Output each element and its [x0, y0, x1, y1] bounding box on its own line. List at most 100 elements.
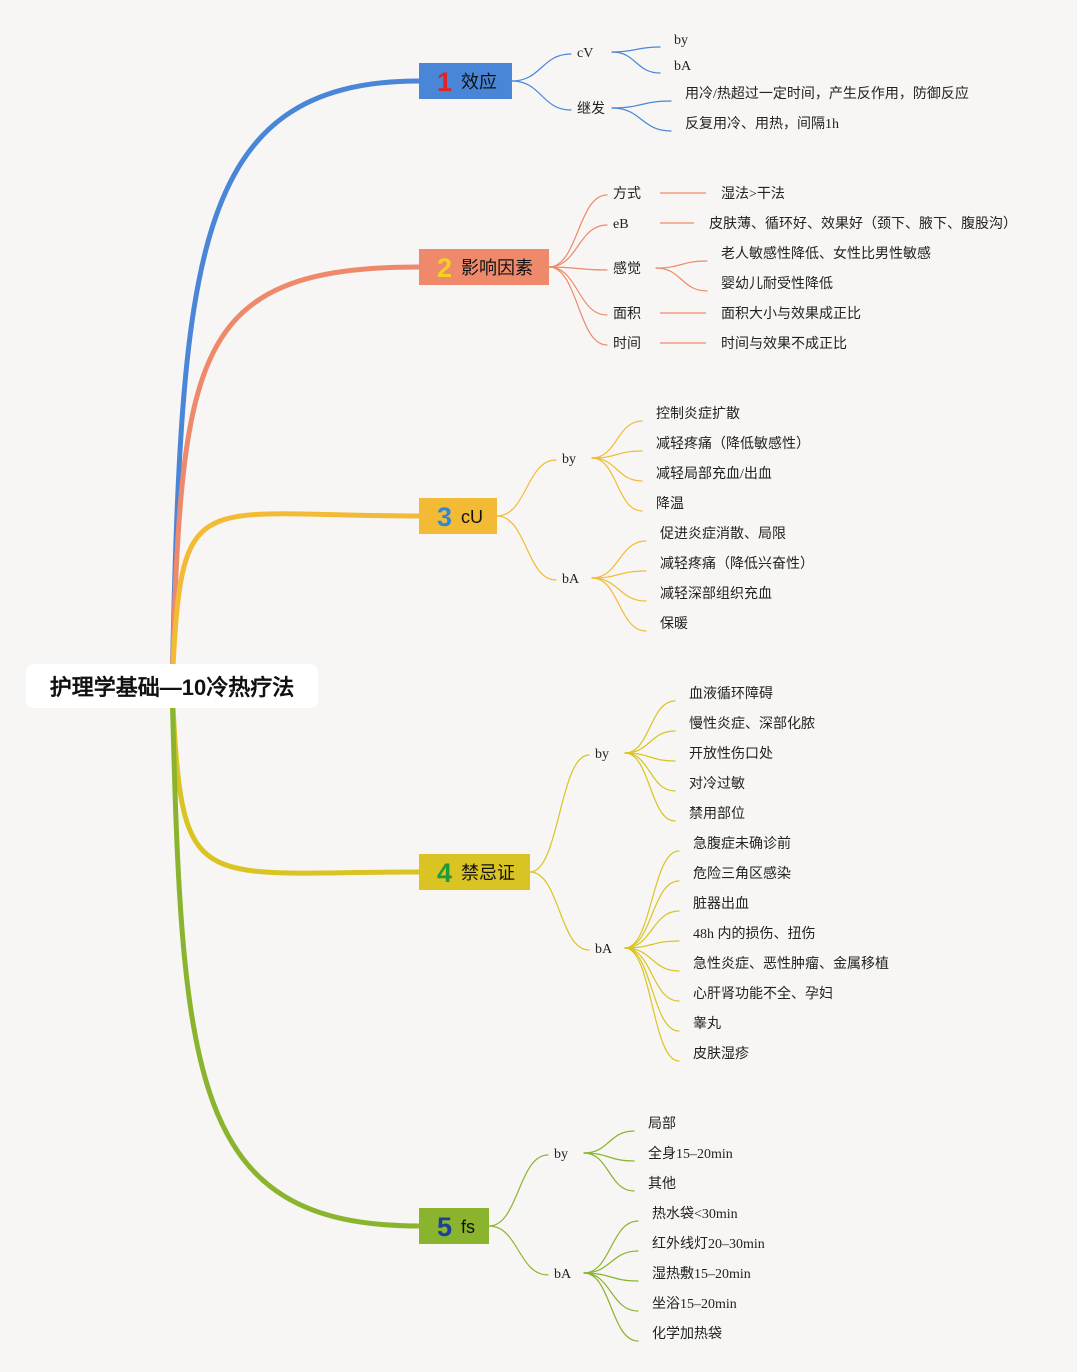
- leaf-node-label: 急性炎症、恶性肿瘤、金属移植: [693, 955, 889, 972]
- main-branch-line: [169, 511, 422, 689]
- leaf-node-label: 脏器出血: [693, 896, 749, 912]
- branch-number: 3: [437, 502, 452, 532]
- leaf-node-label: 面积大小与效果成正比: [721, 306, 861, 322]
- child-node-label: 时间: [613, 336, 641, 352]
- child-node-label: bA: [554, 1267, 572, 1282]
- leaf-connector: [583, 1220, 639, 1274]
- child-node-label: 继发: [577, 101, 605, 117]
- leaf-connector: [591, 457, 643, 482]
- leaf-node-label: 全身15–20min: [648, 1145, 733, 1162]
- leaf-connector: [624, 910, 680, 949]
- leaf-node-label: 促进炎症消散、局限: [660, 526, 786, 542]
- leaf-connector: [624, 940, 680, 949]
- child-connector: [548, 266, 608, 271]
- leaf-node-label: 减轻疼痛（降低兴奋性）: [660, 555, 814, 572]
- child-node-label: 感觉: [613, 260, 641, 277]
- leaf-node-label: 化学加热袋: [652, 1326, 722, 1342]
- leaf-node-label: 红外线灯20–30min: [652, 1236, 765, 1252]
- child-node-label: cV: [577, 46, 593, 61]
- child-node-label: by: [595, 747, 609, 762]
- leaf-connector: [624, 752, 676, 792]
- leaf-connector: [591, 450, 643, 459]
- main-branch-line: [169, 264, 422, 689]
- child-connector: [511, 53, 572, 82]
- root-node: 护理学基础—10冷热疗法: [26, 664, 318, 708]
- leaf-connector: [591, 420, 643, 459]
- leaf-node-label: 湿热敷15–20min: [652, 1266, 751, 1282]
- leaf-connector: [624, 947, 680, 1062]
- leaf-node-label: 反复用冷、用热，间隔1h: [685, 115, 839, 132]
- child-node-label: by: [562, 452, 576, 467]
- leaf-node-label: bA: [674, 59, 692, 74]
- leaf-node-label: 对冷过敏: [689, 776, 745, 792]
- child-connector: [529, 754, 590, 873]
- child-connector: [496, 459, 557, 517]
- child-connector: [488, 1225, 549, 1276]
- leaf-connector: [591, 570, 647, 579]
- branch-label: 禁忌证: [461, 863, 515, 883]
- leaf-node-label: 禁用部位: [689, 806, 745, 822]
- leaf-node-label: 降温: [656, 496, 684, 512]
- child-connector: [548, 266, 608, 316]
- child-node-label: 方式: [613, 186, 641, 202]
- root-title: 护理学基础—10冷热疗法: [50, 675, 294, 700]
- leaf-node-label: 血液循环障碍: [689, 686, 773, 702]
- leaf-connector: [624, 947, 680, 1002]
- leaf-node-label: 危险三角区感染: [693, 865, 791, 882]
- leaf-node-label: 减轻局部充血/出血: [656, 466, 772, 482]
- child-connector: [548, 224, 608, 268]
- child-connector: [548, 266, 608, 346]
- leaf-node-label: 湿法>干法: [721, 186, 785, 202]
- leaf-node-label: 心肝肾功能不全、孕妇: [693, 985, 833, 1002]
- branch-number: 2: [437, 253, 452, 283]
- leaf-connector: [624, 850, 680, 949]
- child-node-label: eB: [613, 217, 629, 232]
- leaf-connector: [583, 1272, 639, 1312]
- child-node-label: by: [554, 1147, 568, 1162]
- leaf-connector: [583, 1130, 635, 1154]
- child-connector: [488, 1154, 549, 1227]
- branch-2: 2 影响因素 方式 湿法>干法 eB 皮肤薄、循环好、效果好（颈下、腋下、腹股沟） 感觉 老人…: [419, 186, 1017, 352]
- leaf-connector: [583, 1152, 635, 1192]
- leaf-node-label: 皮肤薄、循环好、效果好（颈下、腋下、腹股沟）: [709, 215, 1017, 232]
- child-node-label: bA: [595, 942, 613, 957]
- child-node-label: 面积: [613, 306, 641, 322]
- leaf-connector: [655, 260, 708, 269]
- leaf-connector: [624, 730, 676, 754]
- child-node-label: bA: [562, 572, 580, 587]
- branch-box: [419, 249, 549, 285]
- leaf-node-label: 睾丸: [693, 1016, 721, 1032]
- leaf-node-label: 局部: [648, 1116, 676, 1132]
- leaf-connector: [611, 46, 661, 53]
- leaf-connector: [624, 947, 680, 1032]
- leaf-connector: [591, 457, 643, 512]
- branch-number: 5: [437, 1212, 452, 1242]
- leaf-connector: [611, 51, 661, 74]
- branch-label: 影响因素: [461, 258, 533, 278]
- branch-box: [419, 1208, 489, 1244]
- leaf-connector: [624, 752, 676, 822]
- leaf-node-label: 时间与效果不成正比: [721, 336, 847, 352]
- leaf-connector: [655, 267, 708, 292]
- branch-number: 4: [437, 858, 452, 888]
- branch-number: 1: [437, 67, 452, 97]
- leaf-node-label: 48h 内的损伤、扭伤: [693, 926, 816, 942]
- leaf-connector: [583, 1272, 639, 1342]
- leaf-connector: [624, 700, 676, 754]
- leaf-connector: [611, 107, 672, 132]
- main-branch-line: [169, 683, 422, 876]
- leaf-node-label: 其他: [648, 1176, 676, 1192]
- leaf-node-label: 老人敏感性降低、女性比男性敏感: [721, 245, 931, 262]
- leaf-connector: [611, 100, 672, 109]
- leaf-node-label: 保暖: [660, 616, 688, 632]
- branch-box: [419, 63, 512, 99]
- leaf-node-label: 开放性伤口处: [689, 746, 773, 762]
- branch-label: cU: [461, 507, 483, 527]
- branch-box: [419, 854, 530, 890]
- leaf-node-label: by: [674, 33, 688, 48]
